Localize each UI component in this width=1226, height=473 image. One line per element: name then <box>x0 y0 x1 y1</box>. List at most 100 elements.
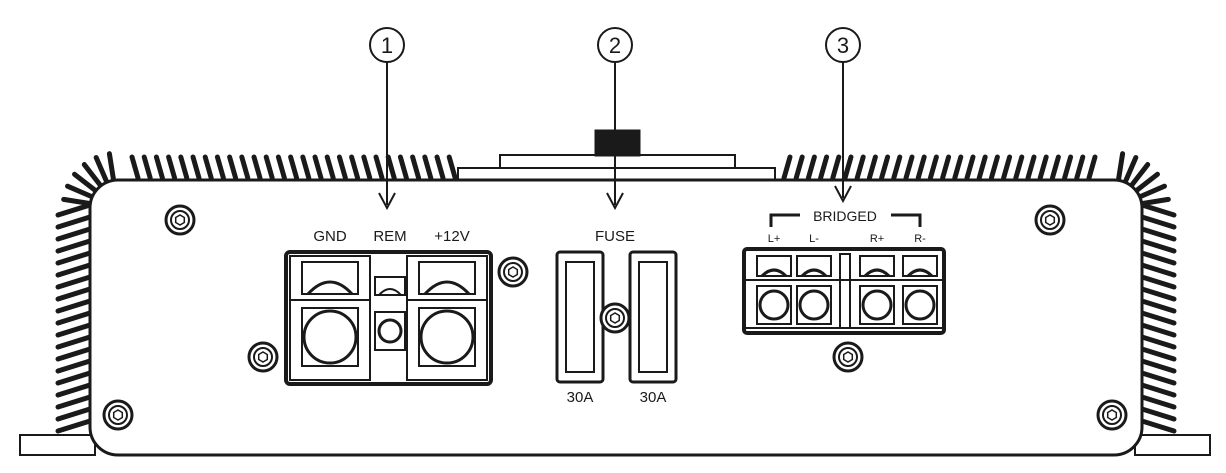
heatsink-fin <box>166 154 178 181</box>
heatsink-fin <box>1139 310 1177 326</box>
heatsink-fin <box>1025 154 1037 181</box>
12v-label: +12V <box>434 228 469 245</box>
heatsink-fin <box>202 154 214 181</box>
fuse-1-rating: 30A <box>567 389 594 406</box>
heatsink-fin <box>385 154 397 181</box>
heatsink-fin <box>65 183 95 200</box>
heatsink-fin <box>1133 171 1160 194</box>
rem-terminal <box>377 318 403 344</box>
heatsink-fin <box>1139 418 1177 434</box>
heatsink-fin <box>1037 154 1049 181</box>
hex-screw-icon <box>1034 204 1066 236</box>
heatsink-fin <box>288 154 300 181</box>
heatsink-fin <box>1139 322 1177 338</box>
heatsink-fin <box>434 154 446 181</box>
heatsink-fin <box>976 154 988 181</box>
heatsink-fin <box>781 154 793 181</box>
heatsink-fin <box>1139 358 1177 374</box>
heatsink-fin <box>1137 183 1167 200</box>
heatsink-fin <box>55 286 93 302</box>
l-minus-label: L- <box>809 233 819 245</box>
heatsink-fin <box>854 154 866 181</box>
heatsink-fin <box>818 154 830 181</box>
heatsink-fin <box>964 154 976 181</box>
heatsink-fin <box>1139 226 1177 242</box>
speaker-terminal-screw <box>904 289 936 321</box>
heatsink-fin <box>55 418 93 434</box>
heatsink-fin <box>879 154 891 181</box>
callout-number: 2 <box>609 33 621 58</box>
heatsink-fin <box>952 154 964 181</box>
r-plus-label: R+ <box>870 233 884 245</box>
heatsink-fin <box>61 196 93 207</box>
power-terminal: GND REM +12V <box>284 228 493 386</box>
hex-screw-icon <box>832 341 864 373</box>
hex-screw-icon <box>102 399 134 431</box>
callout-1: 1 <box>369 27 405 211</box>
heatsink-fin <box>830 154 842 181</box>
heatsink-fin <box>988 154 1000 181</box>
callout-3: 3 <box>825 27 861 204</box>
heatsink-fin <box>1013 154 1025 181</box>
heatsink-fin <box>336 154 348 181</box>
heatsink-fin <box>1139 214 1177 230</box>
heatsink-fin <box>251 154 263 181</box>
heatsink-fin <box>93 155 110 185</box>
heatsink-fin <box>1139 298 1177 314</box>
heatsink-fin <box>1139 196 1171 207</box>
speaker-terminal-screw <box>798 289 830 321</box>
heatsink-fin <box>324 154 336 181</box>
heatsink-fin <box>1128 162 1151 189</box>
heatsink-fin <box>793 154 805 181</box>
heatsink-fin <box>1062 154 1074 181</box>
heatsink-fin <box>842 154 854 181</box>
heatsink-fin <box>275 154 287 181</box>
heatsink-fin <box>55 202 93 218</box>
speaker-terminal: BRIDGED L+ L- R+ R- <box>742 208 946 335</box>
heatsink-fin <box>1049 154 1061 181</box>
l-plus-label: L+ <box>768 233 781 245</box>
heatsink-fin <box>1139 406 1177 422</box>
12v-terminal <box>419 309 475 365</box>
gnd-terminal <box>302 309 358 365</box>
heatsink-fin <box>55 298 93 314</box>
heatsink-fin <box>55 346 93 362</box>
heatsink-fin <box>397 154 409 181</box>
heatsink-fin <box>55 262 93 278</box>
heatsink-fin <box>1074 154 1086 181</box>
mounting-foot-left <box>19 434 96 456</box>
gain-knob <box>594 129 641 157</box>
heatsink-fin <box>1139 346 1177 362</box>
heatsink-fin <box>1001 154 1013 181</box>
heatsink-fin <box>903 154 915 181</box>
heatsink-fin <box>940 154 952 181</box>
heatsink-fin <box>55 322 93 338</box>
heatsink-fin <box>1139 370 1177 386</box>
heatsink-fin <box>55 394 93 410</box>
heatsink-fin <box>55 406 93 422</box>
heatsink-fin <box>55 382 93 398</box>
callout-number: 3 <box>837 33 849 58</box>
heatsink-fin <box>106 151 117 183</box>
hex-screw-icon <box>164 204 196 236</box>
heatsink-fin <box>129 154 141 181</box>
heatsink-fin <box>891 154 903 181</box>
heatsink-fin <box>361 154 373 181</box>
heatsink-fins <box>55 151 1177 434</box>
heatsink-fin <box>866 154 878 181</box>
bridged-label: BRIDGED <box>813 208 877 224</box>
heatsink-fin <box>55 214 93 230</box>
heatsink-fin <box>141 154 153 181</box>
heatsink-fin <box>1139 250 1177 266</box>
heatsink-fin <box>915 154 927 181</box>
heatsink-fin <box>1139 238 1177 254</box>
rem-label: REM <box>373 228 406 245</box>
mounting-foot-right <box>1134 434 1211 456</box>
heatsink-fin <box>55 274 93 290</box>
top-plate-upper <box>499 154 736 169</box>
heatsink-fin <box>263 154 275 181</box>
heatsink-fin <box>927 154 939 181</box>
heatsink-fin <box>1139 274 1177 290</box>
heatsink-fin <box>1115 151 1126 183</box>
heatsink-fin <box>1139 334 1177 350</box>
